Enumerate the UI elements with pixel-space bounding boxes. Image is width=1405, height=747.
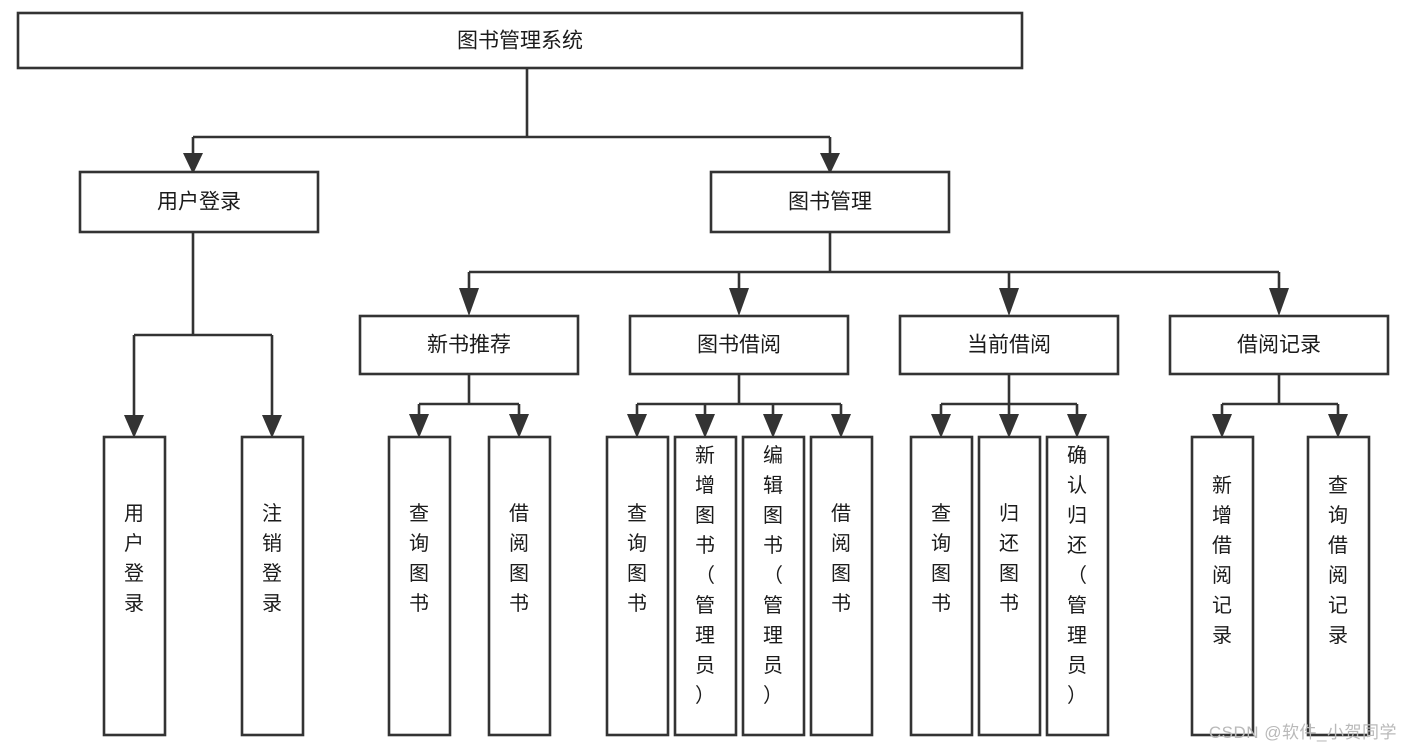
leaf-label: 注销登录 bbox=[262, 502, 282, 615]
arrow-new-book-leaf-2 bbox=[509, 414, 529, 438]
node-user-login-label: 用户登录 bbox=[157, 191, 241, 214]
node-root-book-management-system[interactable]: 图书管理系统 bbox=[16, 11, 1024, 70]
arrow-book-borrow-leaf-1 bbox=[627, 414, 647, 438]
arrow-current-borrow-leaf-3 bbox=[1067, 414, 1087, 438]
leaf-box[interactable] bbox=[977, 435, 1042, 737]
connector-layer bbox=[124, 68, 1348, 438]
node-user-login[interactable]: 用户登录 bbox=[78, 170, 320, 234]
leaf-label: 用户登录 bbox=[124, 503, 144, 615]
leaf-box[interactable] bbox=[487, 435, 552, 737]
arrow-user-login-leaf-2 bbox=[262, 415, 282, 438]
arrow-to-current-borrow bbox=[999, 288, 1019, 316]
arrow-current-borrow-leaf-2 bbox=[999, 414, 1019, 438]
node-current-borrow-box[interactable] bbox=[898, 314, 1120, 376]
leaf-box[interactable] bbox=[741, 435, 806, 737]
arrow-user-login-leaf-1 bbox=[124, 415, 144, 438]
node-new-book-recommend[interactable]: 新书推荐 bbox=[358, 314, 580, 376]
node-book-borrow-box[interactable] bbox=[628, 314, 850, 376]
arrow-book-borrow-leaf-4 bbox=[831, 414, 851, 438]
leaf-label: 编辑图书（管理员） bbox=[763, 444, 783, 707]
leaf-label: 借阅图书 bbox=[509, 502, 529, 615]
leaf-box[interactable] bbox=[1190, 435, 1255, 737]
leaf-book-borrow-query-book[interactable]: 查询图书 bbox=[605, 435, 670, 737]
leaf-label: 查询图书 bbox=[627, 502, 647, 615]
node-user-login-box[interactable] bbox=[78, 170, 320, 234]
arrow-book-borrow-leaf-3 bbox=[763, 414, 783, 438]
leaf-label: 查询图书 bbox=[931, 502, 951, 615]
node-book-borrow-label: 图书借阅 bbox=[697, 334, 781, 357]
node-new-book-recommend-label: 新书推荐 bbox=[427, 334, 511, 357]
arrow-to-new-book-recommend bbox=[459, 288, 479, 316]
node-borrow-record[interactable]: 借阅记录 bbox=[1168, 314, 1390, 376]
arrow-borrow-record-leaf-2 bbox=[1328, 414, 1348, 438]
leaf-current-borrow-query-book[interactable]: 查询图书 bbox=[909, 435, 974, 737]
leaf-book-borrow-borrow-book[interactable]: 借阅图书 bbox=[809, 435, 874, 737]
leaf-box[interactable] bbox=[673, 435, 738, 737]
leaf-current-borrow-confirm-return-admin[interactable]: 确认归还（管理员） bbox=[1045, 435, 1110, 737]
leaf-box[interactable] bbox=[387, 435, 452, 737]
leaf-current-borrow-return-book[interactable]: 归还图书 bbox=[977, 435, 1042, 737]
arrow-book-borrow-leaf-2 bbox=[695, 414, 715, 438]
node-book-borrow[interactable]: 图书借阅 bbox=[628, 314, 850, 376]
node-borrow-record-box[interactable] bbox=[1168, 314, 1390, 376]
leaf-label: 查询图书 bbox=[409, 502, 429, 615]
arrow-current-borrow-leaf-1 bbox=[931, 414, 951, 438]
arrow-root-to-user-login bbox=[183, 153, 203, 174]
arrow-borrow-record-leaf-1 bbox=[1212, 414, 1232, 438]
leaf-box[interactable] bbox=[240, 435, 305, 737]
leaf-box[interactable] bbox=[1045, 435, 1110, 737]
leaf-label: 查询借阅记录 bbox=[1328, 474, 1348, 647]
csdn-watermark: CSDN @软件_小贺同学 bbox=[1208, 723, 1397, 742]
leaf-book-borrow-edit-book-admin[interactable]: 编辑图书（管理员） bbox=[741, 435, 806, 737]
node-root-label: 图书管理系统 bbox=[457, 30, 583, 53]
leaf-label: 新增借阅记录 bbox=[1212, 474, 1232, 647]
leaf-label: 新增图书（管理员） bbox=[695, 444, 715, 707]
node-borrow-record-label: 借阅记录 bbox=[1237, 334, 1321, 357]
leaf-book-borrow-add-book-admin[interactable]: 新增图书（管理员） bbox=[673, 435, 738, 737]
node-new-book-recommend-box[interactable] bbox=[358, 314, 580, 376]
leaf-user-login-logout[interactable]: 注销登录 bbox=[240, 435, 305, 737]
node-book-management-box[interactable] bbox=[709, 170, 951, 234]
node-book-management[interactable]: 图书管理 bbox=[709, 170, 951, 234]
leaf-box[interactable] bbox=[102, 435, 167, 737]
node-book-management-label: 图书管理 bbox=[788, 191, 872, 214]
arrow-to-book-borrow bbox=[729, 288, 749, 316]
leaf-new-book-borrow-book[interactable]: 借阅图书 bbox=[487, 435, 552, 737]
leaf-label: 确认归还（管理员） bbox=[1067, 444, 1087, 707]
node-current-borrow-label: 当前借阅 bbox=[967, 334, 1051, 357]
arrow-new-book-leaf-1 bbox=[409, 414, 429, 438]
leaf-label: 归还图书 bbox=[999, 502, 1019, 615]
leaf-new-book-query-book[interactable]: 查询图书 bbox=[387, 435, 452, 737]
leaf-borrow-record-query-record[interactable]: 查询借阅记录 bbox=[1306, 435, 1371, 737]
arrow-root-to-book-mgmt bbox=[820, 153, 840, 174]
leaf-box[interactable] bbox=[909, 435, 974, 737]
leaf-box[interactable] bbox=[1306, 435, 1371, 737]
arrow-to-borrow-record bbox=[1269, 288, 1289, 316]
node-root-box[interactable] bbox=[16, 11, 1024, 70]
leaf-box[interactable] bbox=[809, 435, 874, 737]
leaf-user-login-login[interactable]: 用户登录 bbox=[102, 435, 167, 737]
leaf-box[interactable] bbox=[605, 435, 670, 737]
node-current-borrow[interactable]: 当前借阅 bbox=[898, 314, 1120, 376]
leaf-label: 借阅图书 bbox=[831, 502, 851, 615]
leaf-borrow-record-add-record[interactable]: 新增借阅记录 bbox=[1190, 435, 1255, 737]
